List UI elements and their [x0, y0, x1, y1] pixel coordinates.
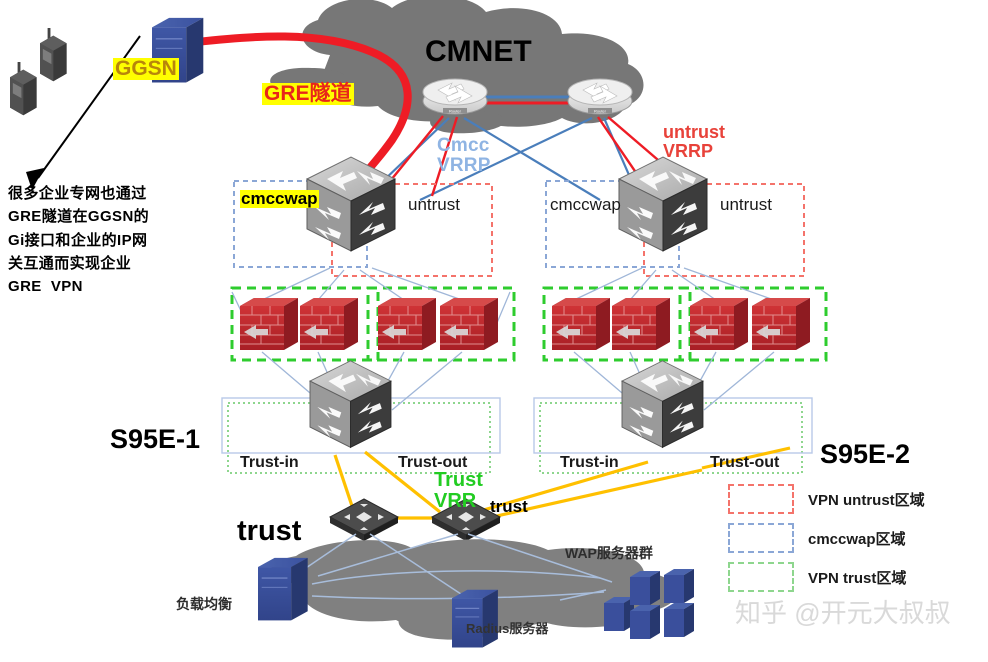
zone-label-trust-in-left: Trust-in: [240, 454, 299, 471]
zone-label-trust-out-right: Trust-out: [710, 454, 780, 471]
firewall-right-2: [611, 297, 671, 351]
label-radius-server: Radius服务器: [466, 621, 549, 636]
firewall-right-3: [689, 297, 749, 351]
zone-box-vpntrust-fw-right-b: [678, 286, 828, 362]
firewall-right-1: [551, 297, 611, 351]
legend-swatch-untrust: [728, 484, 794, 514]
core-switch-right: [618, 156, 708, 252]
legend-item-cmccwap: cmccwap区域: [728, 523, 906, 553]
legend-swatch-trust: [728, 562, 794, 592]
label-trust-vrr: Trust VRR: [434, 469, 483, 512]
firewall-left-4: [439, 297, 499, 351]
zone-label-cmccwap-left: cmccwap: [240, 189, 319, 208]
label-trust-link: trust: [490, 497, 528, 516]
firewall-left-2: [299, 297, 359, 351]
cmnet-router-left: Router: [422, 78, 488, 115]
core-switch-left: [306, 156, 396, 252]
legend-item-vpn-untrust: VPN untrust区域: [728, 484, 925, 514]
zone-label-cmccwap-right: cmccwap: [550, 195, 621, 214]
trust-switch-1: [329, 498, 399, 542]
firewall-right-4: [751, 297, 811, 351]
firewall-left-3: [377, 297, 437, 351]
label-ggsn: GGSN: [113, 57, 179, 81]
trust-yellow-links: [333, 446, 791, 524]
mobile-phone-icon: [40, 28, 67, 82]
label-gre-tunnel: GRE隧道: [262, 82, 354, 106]
label-trust-zone: trust: [237, 515, 302, 547]
zone-label-untrust-left: untrust: [408, 195, 460, 214]
legend-label-cmccwap: cmccwap区域: [808, 530, 906, 548]
zone-box-vpntrust-fw-left-b: [366, 286, 516, 362]
legend-swatch-cmccwap: [728, 523, 794, 553]
firewall-left-1: [239, 297, 299, 351]
server-links: [299, 533, 613, 601]
s95e1-trust-switch: [309, 360, 392, 448]
legend-label-untrust: VPN untrust区域: [808, 491, 925, 509]
label-wap-server-farm: WAP服务器群: [565, 545, 653, 561]
cmnet-router-right: Router: [567, 78, 633, 115]
legend-item-vpn-trust: VPN trust区域: [728, 562, 906, 592]
zone-label-untrust-right: untrust: [720, 195, 772, 214]
label-untrust-vrrp: untrust VRRP: [663, 122, 725, 161]
gre-tunnel-path: [192, 32, 412, 204]
watermark: 知乎 @开元大叔叔: [735, 598, 951, 628]
zone-label-trust-in-right: Trust-in: [560, 454, 619, 471]
note-pointer-arrow: [26, 168, 44, 190]
cloud-label-cmnet: CMNET: [425, 35, 532, 68]
annotation-note-gre-vpn: 很多企业专网也通过 GRE隧道在GGSN的 Gi接口和企业的IP网 关互通而实现…: [8, 185, 150, 295]
device-label-s95e2: S95E-2: [820, 439, 911, 469]
zone-label-trust-out-left: Trust-out: [398, 454, 468, 471]
svg-text:Router: Router: [594, 109, 607, 114]
device-label-s95e1: S95E-1: [110, 424, 201, 454]
radius-server: [451, 589, 499, 649]
load-balancer-server: [257, 557, 309, 622]
svg-text:Router: Router: [449, 109, 462, 114]
label-cmcc-vrrp: Cmcc VRRP: [437, 135, 491, 176]
s95e2-trust-switch: [621, 360, 704, 448]
legend-label-trust: VPN trust区域: [808, 569, 907, 587]
label-load-balancer: 负载均衡: [176, 596, 232, 612]
router-interconnect: [484, 95, 573, 105]
mobile-phone-icon: [10, 62, 37, 116]
